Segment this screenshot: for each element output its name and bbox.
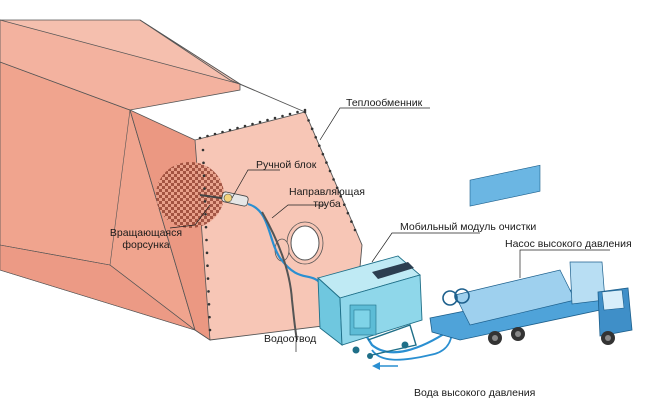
label-rotating-nozzle-line1: Вращающаяся [109, 227, 183, 239]
label-high-pressure-pump: Насос высокого давления [505, 238, 632, 250]
pump-truck [429, 164, 633, 345]
rivet [228, 128, 232, 132]
rivet [207, 302, 211, 306]
rivet [342, 203, 346, 207]
tube-sheet-spot [156, 162, 224, 228]
rivet [303, 110, 307, 114]
label-guide-pipe-line1: Направляющая [289, 186, 365, 198]
rivet [350, 220, 353, 223]
rivet [266, 118, 269, 122]
rivet [310, 127, 314, 131]
manual-unit-assembly [199, 191, 249, 207]
rivet [346, 211, 350, 215]
rivet [236, 126, 239, 130]
rivet [198, 136, 202, 140]
rivet [243, 124, 247, 128]
rivet [207, 290, 210, 293]
rivet [273, 116, 277, 120]
rivet [206, 264, 209, 268]
rivet [325, 161, 328, 164]
rivet [353, 228, 357, 232]
label-manual-unit: Ручной блок [256, 159, 317, 171]
rivet [205, 238, 208, 242]
exchanger-upper-band [0, 19, 241, 111]
rivet [205, 251, 209, 255]
rivet [201, 148, 205, 152]
rivet [335, 186, 339, 190]
rivet [206, 277, 210, 280]
rivet [258, 120, 262, 124]
rivet [202, 161, 205, 165]
rivet [208, 328, 212, 332]
rivet [206, 134, 209, 138]
rivet [203, 187, 206, 190]
rivet [321, 152, 325, 156]
rivet [203, 200, 207, 203]
label-high-pressure-water: Вода высокого давления [414, 387, 536, 399]
rivet [339, 194, 343, 198]
label-mobile-cleaning-module: Мобильный модуль очистки [400, 221, 537, 233]
rivet-row [198, 108, 357, 332]
heat-exchanger [0, 19, 363, 341]
label-guide-pipe-line2: труба [313, 198, 341, 210]
drain-hose [261, 211, 298, 341]
label-water-drain: Водоотвод [264, 333, 317, 345]
label-rotating-nozzle-line2: форсунка [122, 239, 170, 251]
label-heat-exchanger: Теплообменник [346, 97, 423, 109]
rivet [317, 144, 321, 148]
rivet [288, 112, 292, 116]
rivet [204, 225, 208, 229]
rivet [281, 114, 284, 118]
rivet [303, 108, 307, 112]
label-rotating-nozzle: Вращающаяся форсунка [108, 227, 184, 251]
rivet [251, 122, 254, 126]
rivet [332, 178, 335, 181]
rivet [208, 315, 211, 319]
rivet [307, 119, 310, 122]
label-guide-pipe: Направляющая труба [286, 186, 368, 210]
leader-lines [169, 107, 610, 352]
rivet [204, 212, 207, 216]
rivet [202, 174, 206, 178]
water-return-hose [371, 329, 453, 361]
mobile-cleaning-module [317, 255, 423, 359]
rivet [221, 130, 224, 134]
rivet [314, 135, 318, 139]
rivet [296, 110, 299, 114]
rivet [328, 169, 332, 173]
rivet [213, 132, 217, 136]
